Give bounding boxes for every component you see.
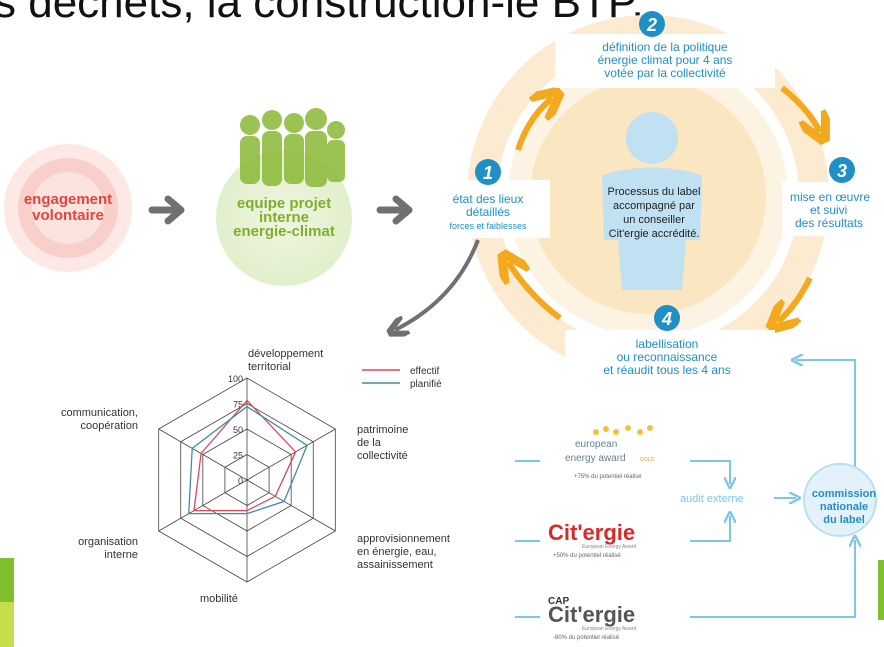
equipe-line2: interne [259,209,309,226]
slide-edge-lime [0,602,14,647]
step-4-number: 4 [661,309,672,329]
award-cap-citergie: CAP Cit'ergie European Energy Award -60%… [515,596,636,641]
radar-axis [246,428,336,481]
center-text-4: Cit'ergie accrédité. [609,228,700,240]
step-2-line3: votée par la collectivité [604,66,726,80]
radar-axis-label: assainissement [357,559,433,571]
radar-legend-label: effectif [410,366,439,377]
audit-connectors [690,360,855,618]
step-3-line1: mise en œuvre [790,190,870,204]
citergie-sub: European Energy Award [582,544,636,550]
radar-series-planifie [188,405,308,515]
radar-axis [246,479,336,532]
step-4-line1: labellisation [636,337,699,351]
radar-axis-label: patrimoine [357,424,408,436]
step-2-line2: énergie climat pour 4 ans [598,53,733,67]
radar-axis [158,428,248,481]
eea-pct: +75% du potentiel réalisé [574,474,642,480]
engagement-line1: engagement [24,191,112,208]
equipe-badge: equipe projet interne energie-climat [216,108,352,286]
radar-tick-label: 75 [233,400,243,410]
radar-tick-label: 0 [238,476,243,486]
citergie-brand: Cit'ergie [548,520,635,545]
step-1-line2: détaillés [466,205,510,219]
step-4-line3: et réaudit tous les 4 ans [603,363,730,377]
cycle-arrow-icon [508,262,562,321]
radar-axis-label: de la [357,437,382,449]
step-3-number: 3 [837,161,847,181]
center-text-1: Processus du label [608,186,701,198]
equipe-line3: energie-climat [233,223,335,240]
radar-axis-label: développement [248,348,323,360]
radar-axis-label: territorial [248,361,291,373]
radar-tick-label: 100 [228,374,243,384]
cap-brand: Cit'ergie [548,602,635,627]
arrow-to-radar-icon [395,239,480,330]
cap-pct: -60% du potentiel réalisé [553,635,620,641]
step-3-line3: des résultats [795,216,863,230]
radar-axis-label: mobilité [200,593,238,605]
eea-line1: european [575,439,617,450]
step-2-number: 2 [646,15,657,35]
radar-tick-label: 25 [233,451,243,461]
step-1-line1: état des lieux [453,192,524,206]
step-4: 4 labellisation ou reconnaissance et réa… [565,305,775,384]
radar-axis-label: interne [104,549,138,561]
commission-line1: commission [812,488,876,500]
cap-prefix: CAP [548,596,569,607]
radar-axis-label: en énergie, eau, [357,546,437,558]
arrow-right-icon [148,195,185,225]
cap-sub: European Energy Award [582,626,636,632]
step-1-line3: forces et faiblesses [449,221,527,231]
step-1-number: 1 [483,163,493,183]
eea-gold: GOLD [640,457,655,463]
award-citergie: Cit'ergie European Energy Award +50% du … [515,520,636,559]
step-3: 3 mise en œuvre et suivi des résultats [782,157,884,236]
step-2: 2 définition de la politique énergie cli… [555,11,775,88]
engagement-badge: engagement volontaire [4,144,132,272]
audit-externe: audit externe [680,493,744,505]
center-text-3: un conseiller [623,214,685,226]
radar-series-effectif [193,399,297,512]
citergie-pct: +50% du potentiel réalisé [553,553,621,559]
commission-line2: nationale [820,501,868,513]
cycle-arrow-icon [780,85,820,132]
center-text-2: accompagné par [613,200,695,212]
slide-title: s déchets, la construction-le BTP. [0,0,644,27]
eea-line2: energy award [565,453,626,464]
engagement-line2: volontaire [32,207,104,224]
step-4-line2: ou reconnaissance [617,350,718,364]
stars-icon [593,425,653,435]
radar-tick-label: 50 [233,425,243,435]
person-silhouette-icon [602,112,702,290]
step-2-line1: définition de la politique [602,40,728,54]
radar-axis-label: collectivité [357,450,408,462]
commission-badge: commission nationale du label [803,463,877,537]
radar-axis-label: organisation [78,536,138,548]
step-3-line2: et suivi [810,203,847,217]
step-1: 1 état des lieux détaillés forces et fai… [430,159,550,238]
team-people-icon [240,108,345,187]
commission-line3: du label [823,514,865,526]
radar-axis [158,479,248,532]
equipe-line1: equipe projet [237,195,331,212]
arrow-right-icon [376,195,413,225]
cycle-arrow-icon [778,276,813,322]
cycle-arrow-icon [515,98,552,151]
radar-legend-label: planifié [410,379,442,390]
radar-axis-label: coopération [81,420,139,432]
slide-edge-right [878,560,884,620]
radar-axis-label: communication, [61,407,138,419]
radar-axis-label: approvisionnement [357,533,450,545]
award-eea: european energy award GOLD +75% du poten… [515,425,655,480]
slide-edge-green [0,558,14,602]
